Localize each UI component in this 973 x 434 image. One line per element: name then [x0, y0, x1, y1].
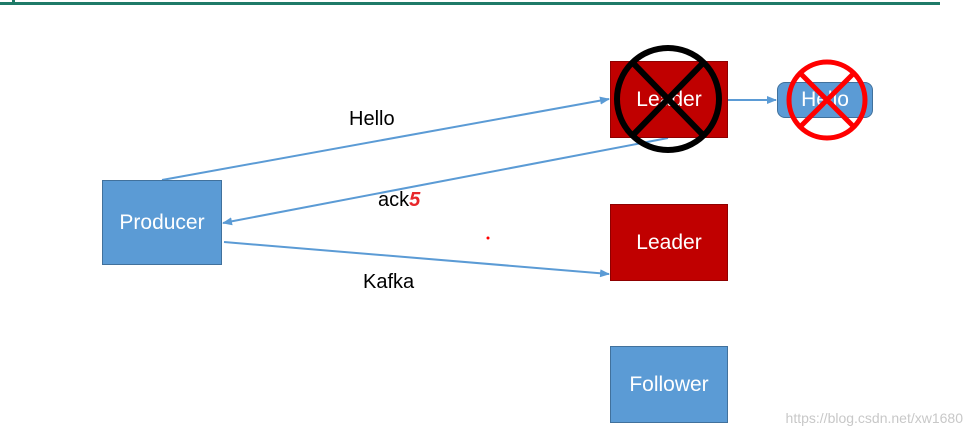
leader-new-label: Leader — [636, 230, 702, 254]
ack-red-mark: 5 — [409, 189, 421, 211]
edge-hello-label: Hello — [349, 108, 395, 130]
edge-kafka-arrow — [223, 241, 610, 278]
top-rule — [0, 2, 940, 5]
black-cross-icon — [614, 45, 722, 153]
follower-label: Follower — [629, 372, 709, 396]
top-rule-tick — [12, 0, 15, 3]
follower-node: Follower — [610, 346, 728, 423]
producer-node: Producer — [102, 180, 222, 265]
red-cross-icon — [786, 59, 868, 141]
edge-ack-text: ack — [378, 189, 410, 211]
edge-hello-arrow — [161, 96, 610, 181]
producer-label: Producer — [119, 210, 205, 234]
leader-new-node: Leader — [610, 204, 728, 281]
edge-ack-label: ack5 — [378, 189, 420, 212]
edge-kafka-label: Kafka — [363, 271, 415, 293]
edge-ack-arrow — [222, 137, 669, 226]
watermark: https://blog.csdn.net/xw1680 — [785, 410, 963, 426]
red-dot — [486, 236, 490, 240]
